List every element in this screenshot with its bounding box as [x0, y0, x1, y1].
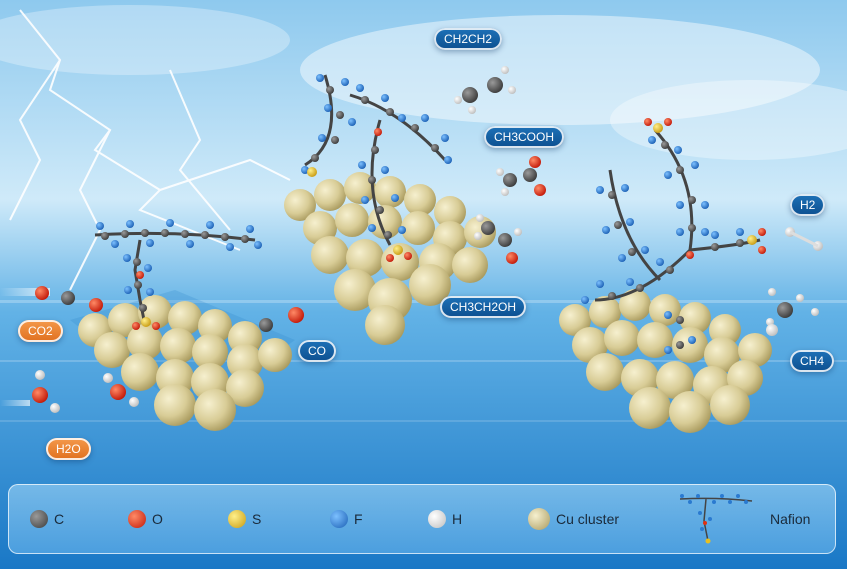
label-co: CO — [298, 340, 336, 362]
legend-label-c: C — [54, 511, 65, 527]
nafion-chain-icon — [679, 494, 753, 544]
lightning — [9, 9, 291, 291]
legend-item-cu: Cu cluster — [528, 484, 619, 554]
legend-label-cu: Cu cluster — [556, 511, 620, 527]
legend-item-o: O — [128, 484, 163, 554]
label-h2o: H2O — [46, 438, 91, 460]
label-ch2ch2: CH2CH2 — [434, 28, 503, 50]
co-molecule — [259, 307, 304, 332]
label-ch4: CH4 — [790, 350, 835, 372]
legend-label-nafion: Nafion — [770, 511, 811, 527]
nafion-chain-middle — [301, 74, 452, 262]
carbon-atom-icon — [30, 510, 48, 528]
legend-label-h: H — [452, 511, 463, 527]
cu-cluster-icon — [528, 508, 550, 530]
h2o-molecule-1 — [0, 370, 60, 413]
legend-item-f: F — [330, 484, 363, 554]
oxygen-atom-icon — [128, 510, 146, 528]
hydrogen-atom-icon — [428, 510, 446, 528]
label-co2: CO2 — [18, 320, 63, 342]
nafion-chain-left — [94, 219, 262, 330]
cu-cluster-left — [70, 290, 295, 431]
label-ch3ch2oh: CH3CH2OH — [440, 296, 527, 318]
legend-item-c: C — [30, 484, 64, 554]
legend-panel: C O S F H Cu cluster — [8, 484, 836, 554]
fluorine-atom-icon — [330, 510, 348, 528]
cu-cluster-middle — [284, 172, 496, 345]
h2o-molecule-2 — [103, 373, 139, 407]
legend-item-s: S — [228, 484, 261, 554]
co2-molecule — [0, 286, 103, 312]
h2-molecule — [785, 227, 823, 251]
label-h2: H2 — [790, 194, 826, 216]
ch4-molecule — [766, 288, 819, 336]
ch3cooh-molecule — [496, 156, 546, 196]
legend-item-h: H — [428, 484, 462, 554]
legend-label-f: F — [354, 511, 363, 527]
label-ch3cooh: CH3COOH — [484, 126, 565, 148]
nafion-chain-right — [581, 118, 766, 354]
cu-cluster-right — [559, 289, 772, 433]
sulfur-atom-icon — [228, 510, 246, 528]
legend-label-o: O — [152, 511, 163, 527]
legend-label-s: S — [252, 511, 262, 527]
ch3ch2oh-molecule — [474, 214, 522, 264]
ch2ch2-molecule — [454, 66, 516, 114]
legend-item-nafion: Nafion — [676, 484, 810, 554]
